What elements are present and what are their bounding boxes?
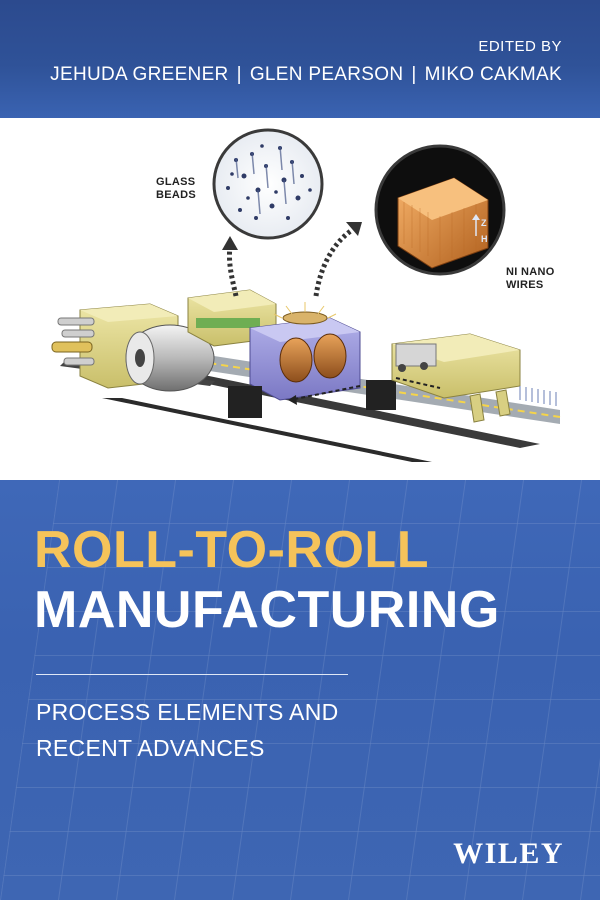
cover-illustration: Z H GLASS BEADS NI NANO WIRES (0, 118, 600, 480)
editor-name: JEHUDA GREENER (50, 64, 229, 85)
editors-line: JEHUDA GREENER | GLEN PEARSON | MIKO CAKMAK (50, 64, 562, 86)
edited-by-label: EDITED BY (478, 38, 562, 55)
editor-separator: | (236, 64, 242, 85)
title-area: ROLL-TO-ROLL MANUFACTURING PROCESS ELEME… (0, 480, 600, 900)
top-band: EDITED BY JEHUDA GREENER | GLEN PEARSON | MI… (0, 0, 600, 118)
title-line-2: MANUFACTURING (34, 581, 500, 639)
title-line-1: ROLL-TO-ROLL (34, 521, 429, 579)
subtitle: PROCESS ELEMENTS AND RECENT ADVANCES (36, 699, 339, 761)
ni-nano-wires-label: NI NANO WIRES (506, 266, 555, 291)
roll-to-roll-machine-illustration: Z H (51, 128, 561, 462)
title-divider (36, 674, 348, 675)
editor-separator: | (411, 64, 417, 85)
axis-h-label: H (481, 234, 488, 244)
axis-z-label: Z (481, 218, 487, 228)
publisher-logo: WILEY (453, 837, 564, 870)
editor-name: GLEN PEARSON (249, 64, 404, 85)
editor-name: MIKO CAKMAK (424, 64, 562, 85)
glass-beads-label: GLASS BEADS (156, 176, 197, 201)
